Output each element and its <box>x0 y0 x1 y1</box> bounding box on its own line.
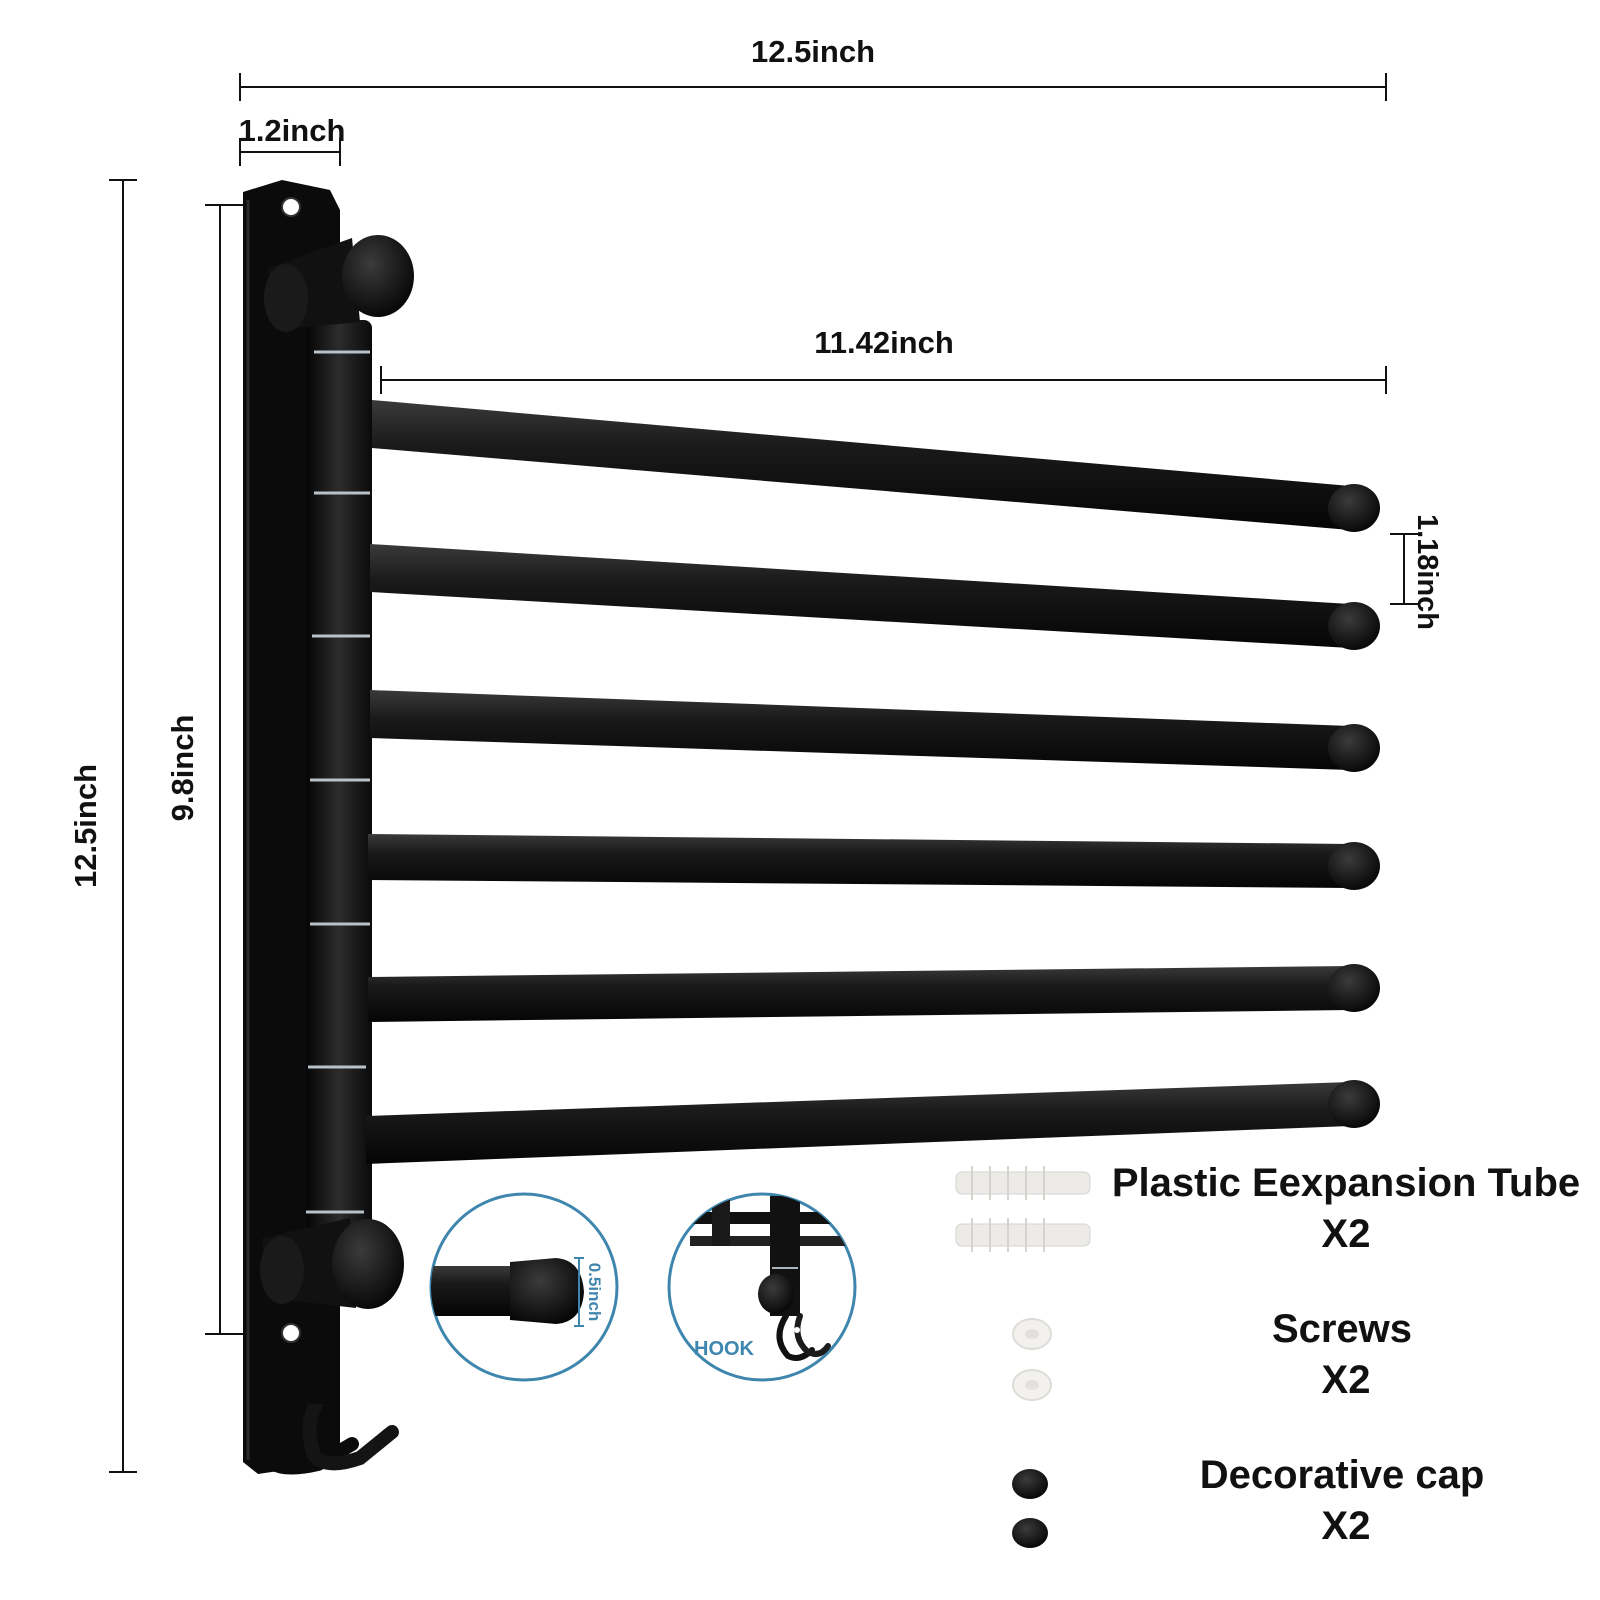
mount-hole-top <box>281 197 301 217</box>
arm-6 <box>366 1080 1380 1164</box>
hook-detail: HOOK <box>667 1192 857 1382</box>
post-rings <box>306 350 370 1214</box>
overall-width-label: 12.5inch <box>751 34 875 69</box>
mount-height-label: 9.8inch <box>165 715 200 822</box>
screws-name: Screws <box>1272 1307 1412 1351</box>
arm-4 <box>368 834 1380 890</box>
dimension-overall-height: 12.5inch <box>68 179 137 1473</box>
arm-3 <box>370 690 1380 772</box>
dimension-overall-width: 12.5inch <box>239 34 1387 101</box>
hook-label: HOOK <box>694 1338 755 1360</box>
arm-5 <box>368 964 1380 1022</box>
cap-diameter-label: 0.5inch <box>585 1263 604 1322</box>
dimension-arm-spacing: 1.18inch <box>1390 514 1443 630</box>
arm-2 <box>370 544 1380 650</box>
towel-rack <box>243 180 1380 1475</box>
decorative-cap-icon <box>1012 1469 1048 1548</box>
cap-detail: 0.5inch <box>429 1192 619 1382</box>
dimension-arm-length: 11.42inch <box>380 325 1387 394</box>
arm-length-label: 11.42inch <box>814 325 954 360</box>
double-hook <box>252 1380 399 1475</box>
accessory-expansion-tube: Plastic Eexpansion Tube X2 <box>955 1161 1580 1256</box>
expansion-tube-qty: X2 <box>1322 1212 1371 1256</box>
arm-1 <box>372 400 1380 532</box>
expansion-tube-name: Plastic Eexpansion Tube <box>1112 1161 1580 1205</box>
expansion-tube-icon <box>955 1166 1091 1252</box>
decorative-cap-name: Decorative cap <box>1200 1453 1485 1497</box>
top-knob <box>264 235 414 332</box>
dimension-bracket-width: 1.2inch <box>239 113 346 166</box>
bracket-width-label: 1.2inch <box>239 113 346 148</box>
pivot-post <box>306 320 372 1230</box>
decorative-cap-qty: X2 <box>1322 1504 1371 1548</box>
mount-hole-bottom <box>281 1323 301 1343</box>
arm-spacing-label: 1.18inch <box>1411 514 1443 630</box>
screws-qty: X2 <box>1322 1358 1371 1402</box>
accessory-decorative-cap: Decorative cap X2 <box>1012 1453 1484 1548</box>
screw-washer-icon <box>1012 1318 1052 1401</box>
overall-height-label: 12.5inch <box>68 764 103 888</box>
bottom-knob <box>260 1218 404 1309</box>
accessory-screws: Screws X2 <box>1012 1307 1412 1402</box>
